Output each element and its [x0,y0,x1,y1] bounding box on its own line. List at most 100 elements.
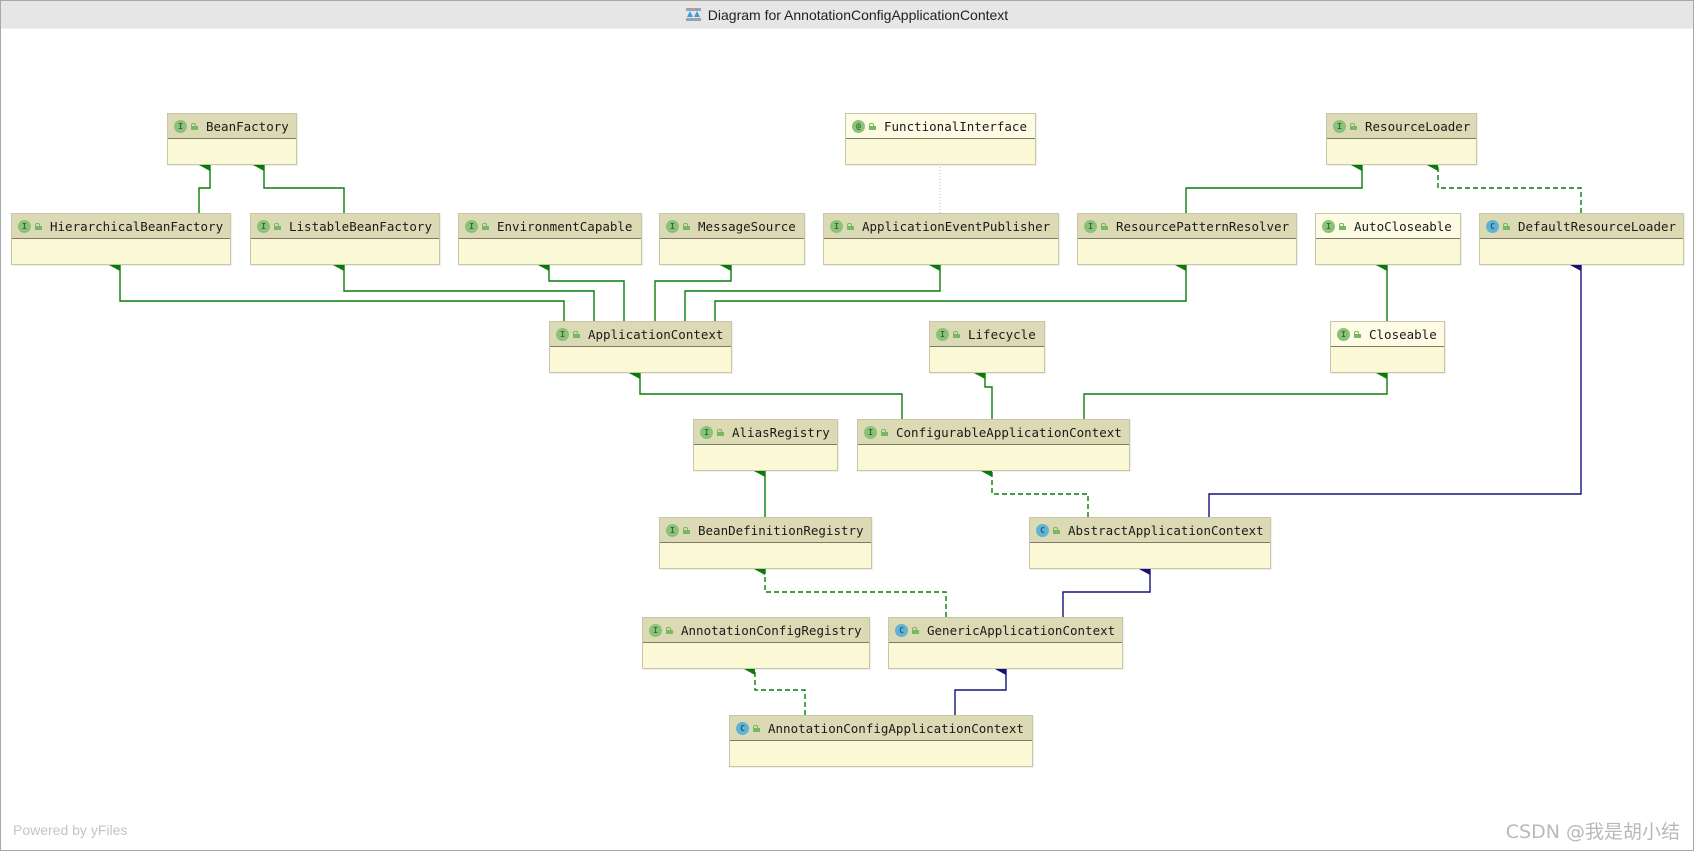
node-label: GenericApplicationContext [927,622,1116,638]
interface-icon: I [1084,219,1097,233]
node-label: BeanDefinitionRegistry [698,522,864,538]
class-node-GenericApplicationContext[interactable]: C GenericApplicationContext [888,617,1123,669]
watermark: CSDN @我是胡小结 [1505,821,1680,843]
edge-DefaultResourceLoader-to-ResourceLoader [1427,159,1582,213]
public-icon [1339,222,1346,230]
node-label: AbstractApplicationContext [1068,522,1264,538]
public-icon [1101,222,1108,230]
class-node-ApplicationContext[interactable]: I ApplicationContext [549,321,732,373]
class-node-ResourceLoader[interactable]: I ResourceLoader [1326,113,1477,165]
edge-ApplicationContext-to-HierarchicalBeanFactory [109,259,565,321]
interface-icon: I [700,425,713,439]
interface-icon: I [556,327,569,341]
node-label: AnnotationConfigApplicationContext [768,720,1024,736]
public-icon [869,122,876,130]
edge-AnnotationConfigApplicationContext-to-AnnotationConfigRegistry [744,663,806,715]
class-node-AnnotationConfigRegistry[interactable]: I AnnotationConfigRegistry [642,617,870,669]
edge-ApplicationContext-to-MessageSource [654,259,732,321]
edge-ConfigurableApplicationContext-to-ApplicationContext [629,367,903,419]
public-icon [753,724,760,732]
node-label: BeanFactory [206,118,289,134]
class-node-Lifecycle[interactable]: I Lifecycle [929,321,1045,373]
node-label: ResourceLoader [1365,118,1471,134]
edge-ResourcePatternResolver-to-ResourceLoader [1185,159,1363,213]
edge-ListableBeanFactory-to-BeanFactory [253,159,345,213]
public-icon [683,222,690,230]
public-icon [1053,526,1060,534]
node-label: ApplicationContext [588,326,724,342]
class-node-MessageSource[interactable]: I MessageSource [659,213,805,265]
node-label: AutoCloseable [1354,218,1452,234]
edge-ApplicationContext-to-ResourcePatternResolver [714,259,1187,321]
public-icon [683,526,690,534]
interface-icon: I [174,119,187,133]
edge-GenericApplicationContext-to-BeanDefinitionRegistry [754,563,947,617]
interface-icon: I [1337,327,1350,341]
interface-icon: I [666,523,679,537]
class-node-BeanFactory[interactable]: I BeanFactory [167,113,297,165]
public-icon [1354,330,1361,338]
window-title: Diagram for AnnotationConfigApplicationC… [707,6,1009,23]
class-icon: C [1036,523,1049,537]
interface-icon: I [465,219,478,233]
class-node-AnnotationConfigApplicationContext[interactable]: C AnnotationConfigApplicationContext [729,715,1033,767]
powered-by-label: Powered by yFiles [13,822,128,838]
interface-icon: I [1322,219,1335,233]
node-label: HierarchicalBeanFactory [50,218,224,234]
class-node-ResourcePatternResolver[interactable]: I ResourcePatternResolver [1077,213,1297,265]
public-icon [573,330,580,338]
public-icon [482,222,489,230]
interface-icon: I [257,219,270,233]
interface-icon: I [666,219,679,233]
edge-ConfigurableApplicationContext-to-Closeable [1083,367,1388,419]
class-node-ApplicationEventPublisher[interactable]: I ApplicationEventPublisher [823,213,1059,265]
class-node-EnvironmentCapable[interactable]: I EnvironmentCapable [458,213,642,265]
node-label: Lifecycle [968,326,1036,342]
class-node-ListableBeanFactory[interactable]: I ListableBeanFactory [250,213,440,265]
node-label: ConfigurableApplicationContext [896,424,1122,440]
class-node-FunctionalInterface[interactable]: @ FunctionalInterface [845,113,1036,165]
class-icon: C [736,721,749,735]
class-node-BeanDefinitionRegistry[interactable]: I BeanDefinitionRegistry [659,517,872,569]
node-label: AliasRegistry [732,424,830,440]
interface-icon: I [936,327,949,341]
edge-AnnotationConfigApplicationContext-to-GenericApplicationContext [954,663,1007,715]
node-label: AnnotationConfigRegistry [681,622,862,638]
public-icon [717,428,724,436]
public-icon [191,122,198,130]
edge-AbstractApplicationContext-to-DefaultResourceLoader [1208,259,1582,517]
public-icon [274,222,281,230]
public-icon [953,330,960,338]
public-icon [881,428,888,436]
class-node-HierarchicalBeanFactory[interactable]: I HierarchicalBeanFactory [11,213,231,265]
annotation-icon: @ [852,119,865,133]
class-icon: C [895,623,908,637]
diagram-icon [685,8,701,21]
edge-GenericApplicationContext-to-AbstractApplicationContext [1062,563,1151,617]
edge-ApplicationContext-to-EnvironmentCapable [538,259,625,321]
interface-icon: I [649,623,662,637]
public-icon [666,626,673,634]
public-icon [1350,122,1357,130]
class-node-ConfigurableApplicationContext[interactable]: I ConfigurableApplicationContext [857,419,1130,471]
interface-icon: I [830,219,843,233]
node-label: ResourcePatternResolver [1116,218,1290,234]
interface-icon: I [864,425,877,439]
edge-ApplicationContext-to-ListableBeanFactory [333,259,595,321]
node-label: EnvironmentCapable [497,218,633,234]
node-label: MessageSource [698,218,796,234]
public-icon [847,222,854,230]
edge-AbstractApplicationContext-to-ConfigurableApplicationContext [981,465,1089,517]
class-node-AutoCloseable[interactable]: I AutoCloseable [1315,213,1461,265]
node-label: FunctionalInterface [884,118,1027,134]
node-label: ListableBeanFactory [289,218,432,234]
interface-icon: I [1333,119,1346,133]
interface-icon: I [18,219,31,233]
node-label: ApplicationEventPublisher [862,218,1051,234]
class-icon: C [1486,219,1499,233]
class-node-AliasRegistry[interactable]: I AliasRegistry [693,419,838,471]
class-node-AbstractApplicationContext[interactable]: C AbstractApplicationContext [1029,517,1271,569]
